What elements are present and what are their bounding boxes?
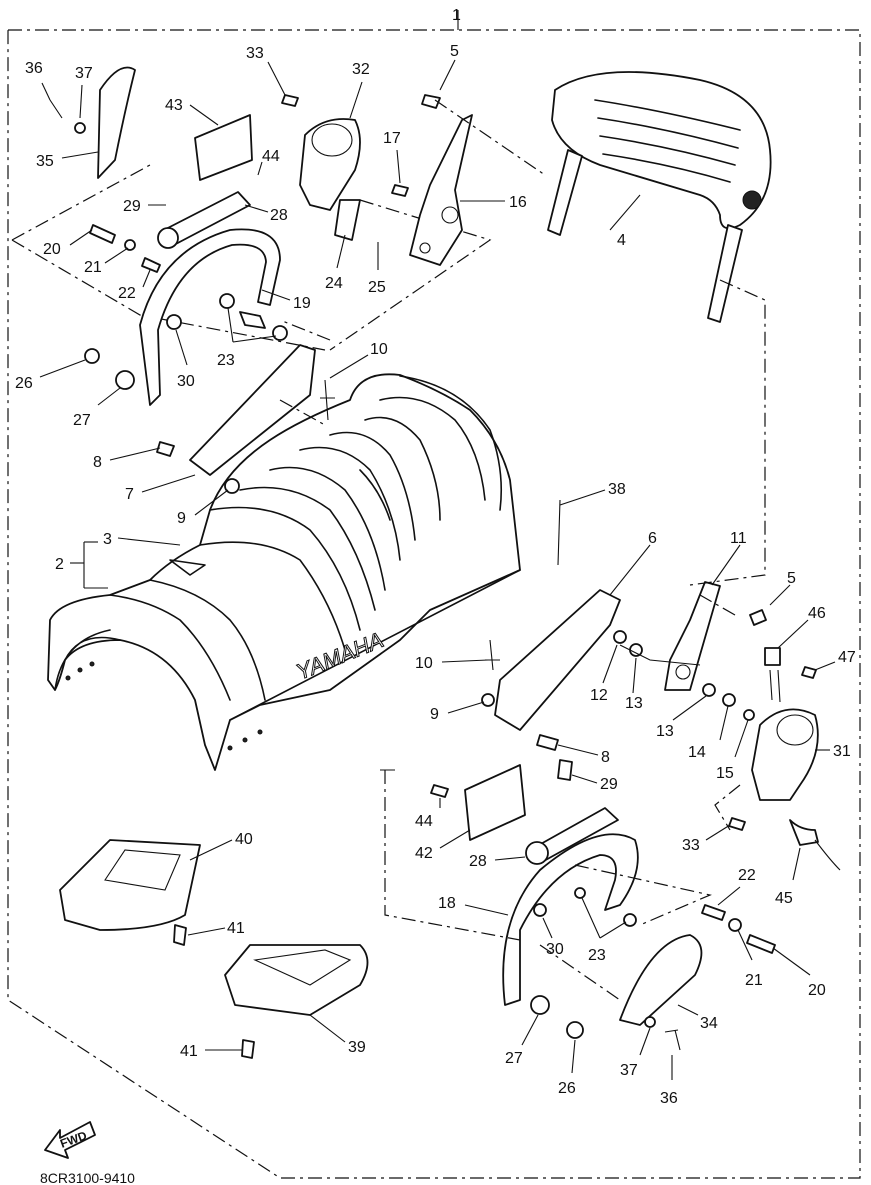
callout-42: 42 [415, 845, 433, 862]
cable [814, 839, 841, 871]
backrest-bracket-left [409, 114, 473, 266]
callout-19: 19 [293, 295, 311, 312]
cup-holder-left [299, 118, 361, 211]
callout-29-left: 29 [123, 198, 141, 215]
callout-38: 38 [608, 481, 626, 498]
callout-3: 3 [103, 531, 112, 548]
callout-26-right: 26 [558, 1080, 576, 1097]
callout-43: 43 [165, 97, 183, 114]
callout-41-lower: 41 [180, 1043, 198, 1060]
storage-pocket-40 [59, 839, 201, 931]
callout-11: 11 [730, 530, 747, 547]
mount-plate-right [464, 764, 526, 841]
callout-25: 25 [368, 279, 386, 296]
callout-6: 6 [648, 530, 657, 547]
seat: YAMAHA [47, 373, 521, 771]
subassembly-outline-left [11, 164, 492, 351]
callout-46: 46 [808, 605, 826, 622]
callout-31: 31 [833, 743, 851, 760]
callout-group: 2 3 4 5 5 6 7 8 8 9 9 10 10 11 12 13 13 … [15, 43, 856, 1107]
callout-4: 4 [617, 232, 626, 249]
callout-23-left: 23 [217, 352, 235, 369]
callout-20-right: 20 [808, 982, 826, 999]
callout-44-left: 44 [262, 148, 280, 165]
callout-36-top: 36 [25, 60, 43, 77]
callout-21-left: 21 [84, 259, 102, 276]
assembly-boundary [7, 29, 861, 1179]
callout-37-bottom: 37 [620, 1062, 638, 1079]
forward-label: FWD [58, 1128, 89, 1151]
callout-34: 34 [700, 1015, 718, 1032]
callout-22-left: 22 [118, 285, 136, 302]
callout-13-lower: 13 [656, 723, 674, 740]
callout-17: 17 [383, 130, 401, 147]
callout-top: 1 [452, 7, 461, 24]
assembly-lines [279, 99, 766, 1001]
callout-44-right: 44 [415, 813, 433, 830]
callout-47: 47 [838, 649, 856, 666]
callout-9-left: 9 [177, 510, 186, 527]
grab-rail-right [502, 833, 639, 1006]
callout-27-left: 27 [73, 412, 91, 429]
callout-39: 39 [348, 1039, 366, 1056]
callout-20-left: 20 [43, 241, 61, 258]
mount-plate-left [194, 114, 253, 181]
callout-21-right: 21 [745, 972, 763, 989]
callout-5-right: 5 [787, 570, 796, 587]
callout-33-right: 33 [682, 837, 700, 854]
hand-grip-left [97, 66, 136, 179]
callout-24: 24 [325, 275, 343, 292]
forward-arrow: FWD [44, 1121, 96, 1159]
callout-26-left: 26 [15, 375, 33, 392]
callout-28-right: 28 [469, 853, 487, 870]
callout-27-right: 27 [505, 1050, 523, 1067]
rail-bracket-right [494, 589, 621, 731]
storage-pocket-39 [224, 944, 369, 1016]
callout-18: 18 [438, 895, 456, 912]
callout-32: 32 [352, 61, 370, 78]
callout-15: 15 [716, 765, 734, 782]
drawing-code: 8CR3100-9410 [40, 1170, 135, 1185]
callout-30-left: 30 [177, 373, 195, 390]
callout-37-top: 37 [75, 65, 93, 82]
callout-5-top: 5 [450, 43, 459, 60]
callout-10-mid: 10 [415, 655, 433, 672]
backrest [547, 71, 772, 323]
callout-40: 40 [235, 831, 253, 848]
rail-bracket-left [189, 344, 316, 476]
callout-33-left: 33 [246, 45, 264, 62]
callout-28-left: 28 [270, 207, 288, 224]
callout-13-upper: 13 [625, 695, 643, 712]
cup-holder-right [751, 708, 819, 801]
callout-35: 35 [36, 153, 54, 170]
callout-22-right: 22 [738, 867, 756, 884]
callout-8-left: 8 [93, 454, 102, 471]
callout-41-upper: 41 [227, 920, 245, 937]
callout-23-right: 23 [588, 947, 606, 964]
callout-9-right: 9 [430, 706, 439, 723]
callout-36-bottom: 36 [660, 1090, 678, 1107]
grab-rail-left [139, 228, 281, 406]
hand-grip-right [619, 934, 703, 1026]
callout-12: 12 [590, 687, 608, 704]
callout-7: 7 [125, 486, 134, 503]
callout-45: 45 [775, 890, 793, 907]
callout-10-top: 10 [370, 341, 388, 358]
callout-29-right: 29 [600, 776, 618, 793]
callout-8-right: 8 [601, 749, 610, 766]
fasteners [49, 94, 819, 1059]
callout-14: 14 [688, 744, 706, 761]
callout-2: 2 [55, 556, 64, 573]
backrest-bracket-right [664, 581, 721, 691]
callout-16: 16 [509, 194, 527, 211]
callout-30-right: 30 [546, 941, 564, 958]
